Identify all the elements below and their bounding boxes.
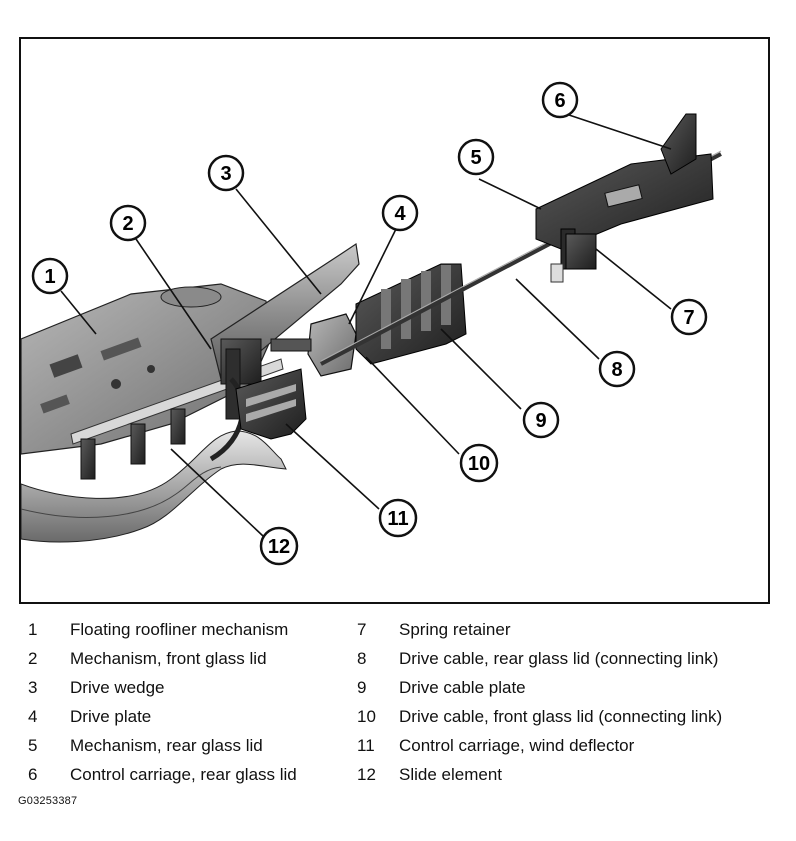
- legend-number: 8: [357, 649, 367, 668]
- legend-label: Spring retainer: [399, 620, 511, 639]
- callout-5: 5: [457, 138, 495, 176]
- legend-label: Drive cable plate: [399, 678, 526, 697]
- svg-text:3: 3: [220, 163, 231, 185]
- legend-number: 4: [28, 707, 38, 726]
- svg-text:1: 1: [44, 266, 55, 288]
- svg-text:12: 12: [268, 536, 290, 558]
- svg-text:4: 4: [394, 203, 406, 225]
- legend-label: Slide element: [399, 765, 503, 784]
- legend-number: 10: [357, 707, 376, 726]
- legend-number: 6: [28, 765, 38, 784]
- rear-glass-lid-mechanism-part: [535, 153, 714, 270]
- legend-number: 1: [28, 620, 38, 639]
- spring-retainer-part: [550, 233, 597, 283]
- legend-number: 7: [357, 620, 367, 639]
- svg-text:6: 6: [554, 90, 565, 112]
- parts-legend: 1 Floating roofliner mechanism 2 Mechani…: [0, 616, 796, 796]
- legend-label: Drive cable, front glass lid (connecting…: [399, 707, 723, 726]
- callout-2: 2: [109, 204, 147, 242]
- rear-lid-carriage-part: [660, 113, 697, 175]
- figure-id: G03253387: [18, 795, 78, 807]
- slide-element-part: [21, 430, 287, 543]
- legend-number: 2: [28, 649, 38, 668]
- drive-plate-part: [270, 313, 357, 377]
- callout-11: 11: [378, 498, 418, 538]
- svg-text:8: 8: [611, 359, 622, 381]
- callout-10: 10: [459, 443, 499, 483]
- front-glass-lid-mechanism-part: [209, 242, 360, 462]
- diagram-figure: 1 2 3 4 5 6 7 8: [19, 37, 770, 604]
- legend-number: 11: [357, 736, 375, 755]
- callout-3: 3: [207, 154, 245, 192]
- svg-text:5: 5: [470, 147, 481, 169]
- wind-deflector-carriage-part: [235, 368, 307, 440]
- svg-text:2: 2: [122, 213, 133, 235]
- legend-number: 9: [357, 678, 367, 697]
- legend-label: Drive wedge: [70, 678, 165, 697]
- legend-label: Control carriage, wind deflector: [399, 736, 635, 755]
- callout-6: 6: [541, 81, 579, 119]
- callout-1: 1: [31, 257, 69, 295]
- callout-7: 7: [670, 298, 708, 336]
- legend-label: Drive cable, rear glass lid (connecting …: [399, 649, 719, 668]
- legend-label: Mechanism, rear glass lid: [70, 736, 263, 755]
- legend-label: Mechanism, front glass lid: [70, 649, 267, 668]
- callout-8: 8: [598, 350, 636, 388]
- leader-lines: [60, 113, 672, 537]
- svg-text:9: 9: [535, 410, 546, 432]
- svg-text:10: 10: [468, 453, 490, 475]
- mechanism-illustration: 1 2 3 4 5 6 7 8: [21, 81, 722, 566]
- legend-label: Floating roofliner mechanism: [70, 620, 289, 639]
- callout-12: 12: [259, 526, 299, 566]
- legend-label: Control carriage, rear glass lid: [70, 765, 297, 784]
- legend-number: 12: [357, 765, 376, 784]
- svg-text:11: 11: [387, 508, 408, 530]
- callout-4: 4: [381, 194, 419, 232]
- legend-number: 5: [28, 736, 38, 755]
- legend-number: 3: [28, 678, 38, 697]
- legend-label: Drive plate: [70, 707, 152, 726]
- svg-text:7: 7: [683, 307, 694, 329]
- callout-9: 9: [522, 401, 560, 439]
